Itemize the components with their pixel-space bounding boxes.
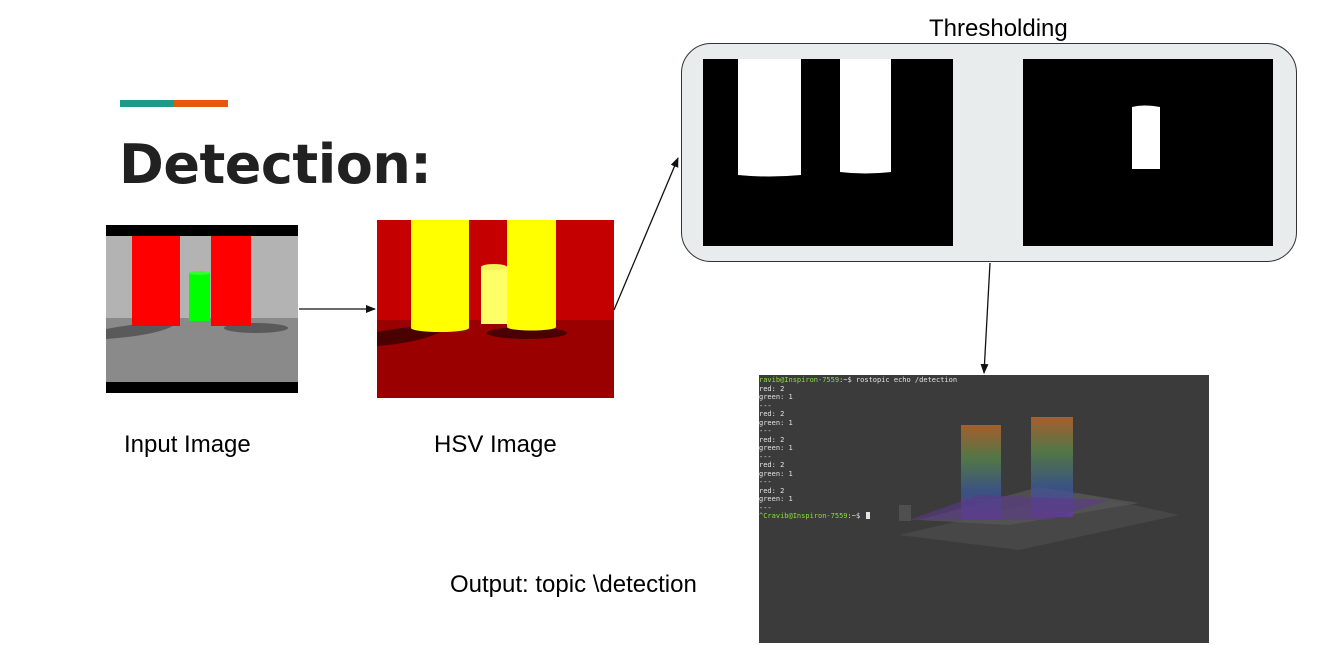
arrow-hsv-to-thresholding	[613, 157, 679, 311]
accent-teal	[120, 100, 174, 107]
terminal-output: ravib@Inspiron-7559:~$ rostopic echo /de…	[759, 376, 957, 521]
input-image-caption: Input Image	[124, 431, 251, 458]
terminal-line: red: 2	[759, 461, 785, 469]
terminal-line: green: 1	[759, 495, 793, 503]
terminal-line: green: 1	[759, 469, 793, 478]
terminal-final-prompt: ^Cravib@Inspiron-7559:~$	[759, 512, 957, 521]
terminal-line: green: 1	[759, 444, 793, 452]
terminal-line: ---	[759, 503, 772, 512]
red-threshold-mask	[703, 59, 953, 246]
terminal-line: red: 2	[759, 384, 785, 393]
terminal-line: green: 1	[759, 418, 793, 427]
terminal-command-line: ravib@Inspiron-7559:~$ rostopic echo /de…	[759, 376, 958, 384]
terminal-line: ---	[759, 427, 772, 435]
output-caption: Output: topic \detection	[450, 571, 697, 598]
slide-title: Detection:	[119, 133, 432, 196]
thresholding-label: Thresholding	[929, 15, 1068, 42]
terminal-line: ---	[759, 478, 772, 486]
green-threshold-mask	[1023, 59, 1273, 246]
hsv-image-caption: HSV Image	[434, 431, 557, 458]
terminal-line: ---	[759, 401, 772, 410]
input-image	[106, 225, 298, 393]
terminal-screenshot: ravib@Inspiron-7559:~$ rostopic echo /de…	[759, 375, 1209, 643]
terminal-cursor	[866, 512, 871, 519]
terminal-line: red: 2	[759, 410, 785, 418]
terminal-line: green: 1	[759, 393, 793, 401]
arrow-thresholding-to-output	[980, 262, 991, 374]
title-accent-bar	[120, 100, 228, 107]
hsv-image	[377, 220, 614, 398]
terminal-line: ---	[759, 452, 772, 461]
terminal-line: red: 2	[759, 486, 785, 495]
terminal-line: red: 2	[759, 435, 785, 444]
accent-orange	[174, 100, 228, 107]
